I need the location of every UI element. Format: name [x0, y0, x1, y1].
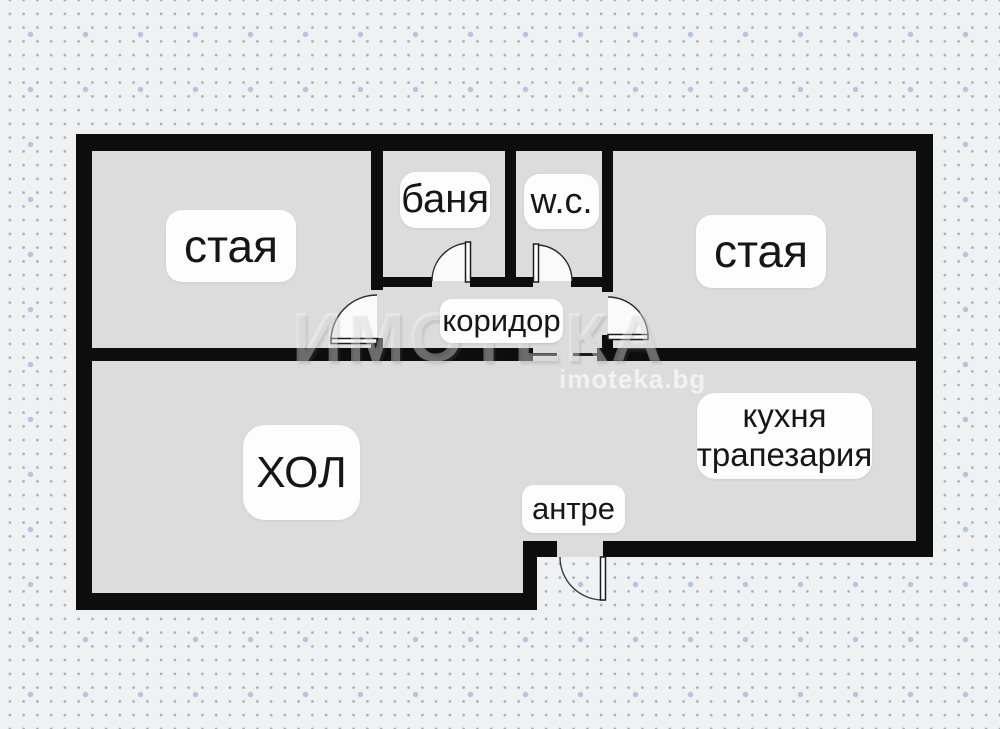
label-living-room: ХОЛ — [243, 425, 360, 520]
label-kitchen-line1: кухня — [742, 397, 827, 435]
label-bathroom-text: баня — [401, 177, 489, 222]
wall-roomleft-bath — [371, 151, 383, 290]
threshold-line-right — [573, 353, 597, 356]
label-wc: w.c. — [524, 174, 599, 229]
wall-exterior-step — [523, 541, 537, 610]
wall-corridor-top-c — [571, 277, 602, 287]
label-room-right: стая — [696, 215, 826, 288]
threshold-line-left — [533, 353, 557, 356]
wall-exterior-bottom-left — [76, 593, 537, 610]
bathroom-door-icon — [431, 241, 472, 283]
label-wc-text: w.c. — [530, 180, 593, 222]
floor-entry-doorway — [557, 541, 603, 557]
wall-mid-divider-left — [92, 348, 533, 361]
watermark-site: imoteka.bg — [559, 364, 707, 394]
floor-living-strip — [92, 541, 537, 593]
wc-door-icon — [532, 243, 573, 283]
wall-bath-wc — [505, 151, 516, 287]
wall-roomright-stub — [602, 335, 613, 361]
label-kitchen-line2: трапезария — [696, 436, 873, 473]
label-entry-text: антре — [531, 490, 616, 526]
wall-corridor-top-a — [371, 277, 432, 287]
wall-exterior-left — [76, 134, 92, 610]
room-right-door-icon — [607, 296, 649, 341]
wall-exterior-top — [76, 134, 933, 151]
entry-exit-door-icon — [559, 556, 607, 601]
label-room-left-text: стая — [183, 219, 279, 272]
wall-exterior-bottom-right-a — [523, 541, 557, 557]
label-bathroom: баня — [400, 172, 490, 228]
label-corridor-text: коридор — [442, 302, 561, 338]
room-left-door-icon — [330, 294, 378, 345]
wall-exterior-bottom-right-b — [603, 541, 916, 557]
label-living-room-text: ХОЛ — [256, 447, 347, 497]
label-room-right-text: стая — [713, 225, 809, 278]
label-room-left: стая — [166, 210, 296, 282]
wall-exterior-right — [916, 134, 933, 557]
label-kitchen: кухня трапезария — [697, 393, 872, 479]
wall-wc-roomright — [602, 151, 613, 292]
label-corridor: коридор — [440, 299, 563, 343]
wall-mid-divider-right — [597, 348, 916, 361]
label-entry: антре — [522, 485, 625, 533]
wall-corridor-top-b — [470, 277, 533, 287]
